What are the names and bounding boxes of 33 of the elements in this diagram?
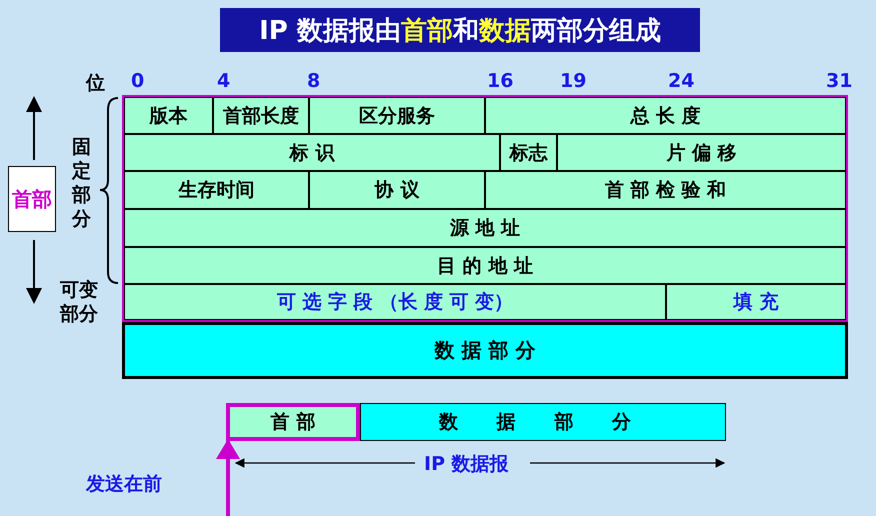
header-segment: 首 部 bbox=[226, 403, 360, 441]
header-field: 标 识 bbox=[124, 134, 500, 171]
bit-number: 31 bbox=[826, 70, 852, 92]
header-field: 区分服务 bbox=[309, 97, 485, 134]
section-label: 固定部分 bbox=[72, 135, 92, 231]
bit-number: 24 bbox=[668, 70, 694, 92]
header-field: 源 地 址 bbox=[124, 209, 846, 247]
title-banner: IP 数据报由首部和数据两部分组成 bbox=[220, 8, 700, 52]
header-field: 填 充 bbox=[666, 284, 846, 320]
header-field: 首 部 检 验 和 bbox=[485, 171, 846, 209]
header-box: 首部 bbox=[8, 166, 56, 232]
bit-number: 8 bbox=[307, 70, 320, 92]
header-field: 目 的 地 址 bbox=[124, 247, 846, 284]
header-field: 协 议 bbox=[309, 171, 485, 209]
header-field: 片 偏 移 bbox=[557, 134, 846, 171]
datagram-label: IP 数据报 bbox=[424, 452, 509, 477]
header-field: 版本 bbox=[124, 97, 213, 134]
bit-number: 0 bbox=[131, 70, 144, 92]
bit-axis-label: 位 bbox=[86, 71, 105, 96]
header-field: 首部长度 bbox=[213, 97, 309, 134]
data-segment: 数 据 部 分 bbox=[360, 403, 726, 441]
bit-number: 4 bbox=[217, 70, 230, 92]
arrow bbox=[216, 439, 240, 516]
header-frame bbox=[122, 95, 848, 322]
bit-number: 19 bbox=[560, 70, 586, 92]
header-field: 标志 bbox=[500, 134, 557, 171]
header-field: 生存时间 bbox=[124, 171, 309, 209]
data-field: 数 据 部 分 bbox=[122, 322, 848, 379]
bit-number: 16 bbox=[487, 70, 514, 92]
header-field: 可 选 字 段 （长 度 可 变） bbox=[124, 284, 666, 320]
note-text: 发送在前 bbox=[86, 472, 162, 497]
header-field: 总 长 度 bbox=[485, 97, 846, 134]
section-label: 可变部分 bbox=[60, 278, 99, 326]
